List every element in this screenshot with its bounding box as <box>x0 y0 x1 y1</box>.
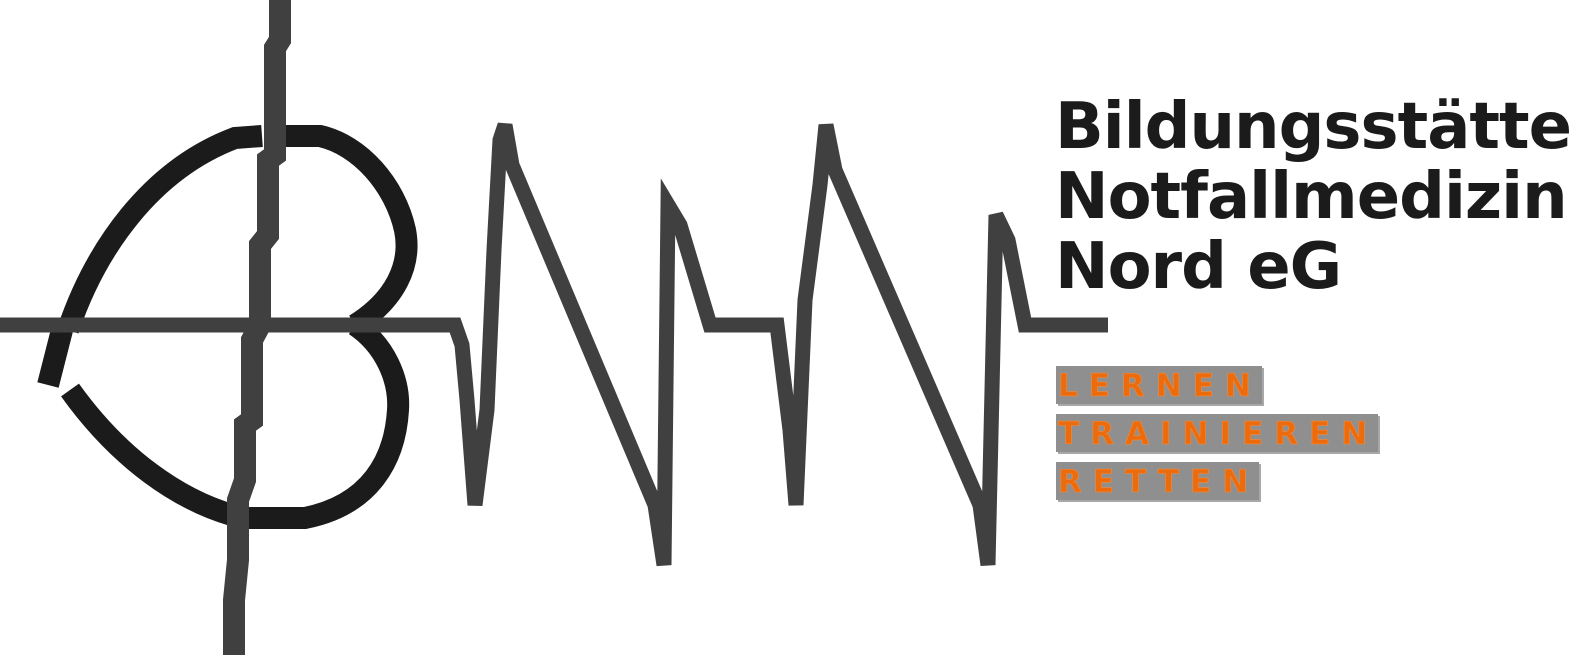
org-name-line-1: Bildungsstätte für <box>1055 92 1582 162</box>
b-letter-upper-bowl <box>57 125 418 335</box>
tagline: LERNEN TRAINIEREN RETTEN <box>1056 362 1379 506</box>
ecg-waveform <box>0 122 1108 567</box>
organization-name: Bildungsstätte für Notfallmedizin Nord e… <box>1055 92 1582 302</box>
tagline-train: TRAINIEREN <box>1056 414 1379 452</box>
tagline-rescue: RETTEN <box>1056 462 1260 500</box>
org-name-line-2: Notfallmedizin <box>1055 162 1568 232</box>
tagline-learn: LERNEN <box>1056 366 1262 404</box>
org-name-line-3: Nord eG <box>1055 232 1342 302</box>
b-letter-lower-bowl <box>37 315 410 529</box>
